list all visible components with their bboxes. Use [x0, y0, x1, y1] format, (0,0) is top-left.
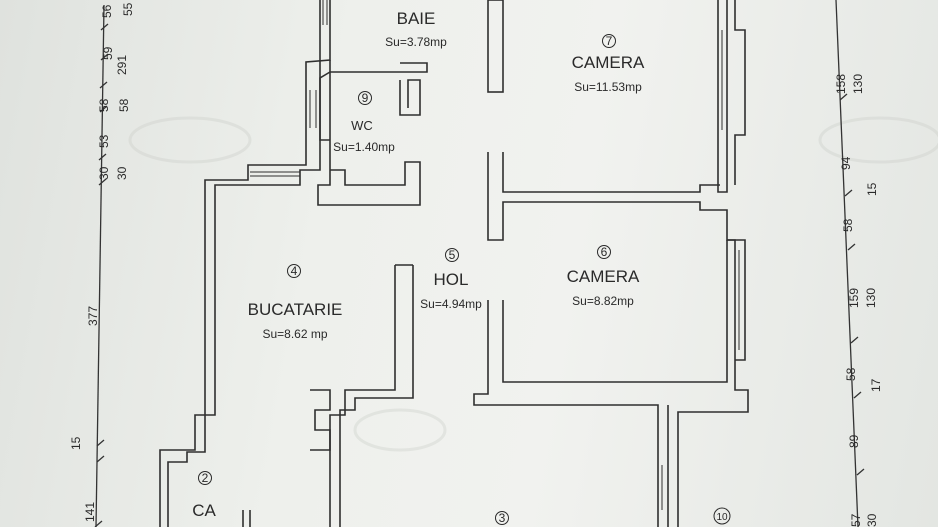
left-dim-59: 59	[101, 46, 115, 60]
left-dim-30a: 30	[97, 166, 111, 180]
room-number-marker	[597, 245, 611, 259]
window-marks	[250, 0, 740, 510]
left-dim-58a: 58	[97, 98, 111, 112]
room-camera-7-name: CAMERA	[572, 53, 645, 72]
room-wc: 9 WC Su=1.40mp	[333, 91, 395, 154]
room-wc-area: Su=1.40mp	[333, 140, 395, 154]
room-camera-6: 6 CAMERA Su=8.82mp	[567, 245, 640, 308]
room-camera-6-name: CAMERA	[567, 267, 640, 286]
room-ca: 2 CA	[192, 471, 216, 520]
left-dim-15: 15	[69, 436, 83, 450]
right-dimension-labels: 158 130 94 15 58 159 130 58 17 89 57 30	[834, 74, 883, 527]
room-3: 3	[495, 511, 509, 525]
room-camera-6-number: 6	[601, 245, 608, 259]
room-number-marker	[602, 34, 616, 48]
right-dim-57: 57	[849, 513, 863, 527]
left-dim-291: 291	[115, 55, 129, 75]
room-wc-number: 9	[362, 91, 369, 105]
left-dim-30b: 30	[115, 166, 129, 180]
right-dim-58a: 58	[841, 218, 855, 232]
left-dim-56: 56	[100, 4, 114, 18]
room-hol-name: HOL	[434, 270, 469, 289]
room-baie: BAIE Su=3.78mp	[385, 9, 447, 49]
room-number-marker	[358, 91, 372, 105]
room-10-number: 10	[716, 512, 728, 523]
right-dim-130b: 130	[864, 288, 878, 308]
room-bucatarie: 4 BUCATARIE Su=8.62 mp	[248, 264, 343, 341]
room-hol-area: Su=4.94mp	[420, 297, 482, 311]
left-dimension-labels: 56 55 59 291 58 58 53 30 30 377 15 141	[69, 2, 135, 522]
left-dim-55: 55	[121, 2, 135, 16]
right-dim-58b: 58	[844, 367, 858, 381]
right-dim-94: 94	[839, 156, 853, 170]
right-dim-159: 159	[847, 288, 861, 308]
right-dim-30: 30	[865, 513, 879, 527]
room-camera-7-number: 7	[606, 34, 613, 48]
room-number-marker	[287, 264, 301, 278]
right-dim-15: 15	[865, 182, 879, 196]
right-dim-158: 158	[834, 74, 848, 94]
room-bucatarie-name: BUCATARIE	[248, 300, 343, 319]
room-bucatarie-number: 4	[291, 264, 298, 278]
room-number-marker	[445, 248, 459, 262]
room-ca-name: CA	[192, 501, 216, 520]
right-dim-89: 89	[847, 434, 861, 448]
left-dim-377: 377	[86, 306, 100, 326]
room-camera-7-area: Su=11.53mp	[574, 80, 642, 94]
room-number-marker	[713, 507, 731, 525]
room-wc-name: WC	[351, 118, 373, 133]
background-watermark	[128, 116, 938, 452]
room-hol: 5 HOL Su=4.94mp	[420, 248, 482, 311]
left-dimension-line	[94, 4, 109, 527]
walls	[159, 0, 749, 527]
right-dimension-line	[835, 0, 865, 527]
room-number-marker	[495, 511, 509, 525]
right-dim-130a: 130	[851, 74, 865, 94]
left-dim-141: 141	[83, 502, 97, 522]
room-baie-name: BAIE	[397, 9, 436, 28]
room-number-marker	[198, 471, 212, 485]
room-hol-number: 5	[449, 248, 456, 262]
room-3-number: 3	[499, 511, 506, 525]
left-dim-53: 53	[97, 134, 111, 148]
room-bucatarie-area: Su=8.62 mp	[262, 327, 327, 341]
room-camera-6-area: Su=8.82mp	[572, 294, 634, 308]
room-ca-number: 2	[202, 471, 209, 485]
room-baie-area: Su=3.78mp	[385, 35, 447, 49]
left-dim-58b: 58	[117, 98, 131, 112]
room-10: 10	[713, 507, 731, 525]
room-camera-7: 7 CAMERA Su=11.53mp	[572, 34, 645, 94]
right-dim-17: 17	[869, 378, 883, 392]
